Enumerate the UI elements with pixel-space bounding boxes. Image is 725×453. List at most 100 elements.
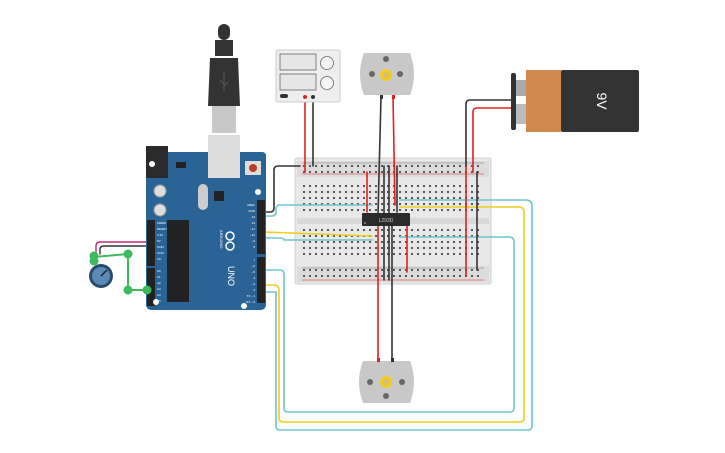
breadboard-hole[interactable] (375, 269, 377, 271)
breadboard-hole[interactable] (363, 197, 365, 199)
breadboard-hole[interactable] (459, 171, 461, 173)
breadboard-hole[interactable] (447, 229, 449, 231)
breadboard-hole[interactable] (309, 197, 311, 199)
breadboard-hole[interactable] (321, 253, 323, 255)
breadboard-hole[interactable] (369, 171, 371, 173)
breadboard-hole[interactable] (447, 247, 449, 249)
breadboard-hole[interactable] (399, 253, 401, 255)
breadboard-hole[interactable] (369, 209, 371, 211)
breadboard-hole[interactable] (477, 191, 479, 193)
top-motor[interactable] (360, 53, 414, 99)
breadboard-hole[interactable] (339, 247, 341, 249)
breadboard-hole[interactable] (339, 191, 341, 193)
breadboard-hole[interactable] (435, 269, 437, 271)
motor-driver-chip[interactable]: L293D (362, 213, 410, 226)
breadboard-hole[interactable] (357, 185, 359, 187)
breadboard-hole[interactable] (375, 275, 377, 277)
breadboard-hole[interactable] (315, 247, 317, 249)
breadboard-hole[interactable] (417, 275, 419, 277)
breadboard-hole[interactable] (327, 275, 329, 277)
breadboard-hole[interactable] (453, 235, 455, 237)
breadboard-hole[interactable] (471, 165, 473, 167)
breadboard-hole[interactable] (417, 171, 419, 173)
voltage-knob[interactable] (320, 56, 334, 70)
breadboard-hole[interactable] (393, 235, 395, 237)
breadboard-hole[interactable] (387, 247, 389, 249)
breadboard-hole[interactable] (423, 171, 425, 173)
breadboard-hole[interactable] (303, 171, 305, 173)
breadboard-hole[interactable] (339, 241, 341, 243)
breadboard-hole[interactable] (321, 197, 323, 199)
breadboard-hole[interactable] (429, 247, 431, 249)
breadboard-hole[interactable] (327, 253, 329, 255)
breadboard-hole[interactable] (387, 253, 389, 255)
breadboard-hole[interactable] (363, 191, 365, 193)
breadboard-hole[interactable] (429, 171, 431, 173)
breadboard-hole[interactable] (339, 209, 341, 211)
breadboard-hole[interactable] (333, 229, 335, 231)
breadboard-hole[interactable] (411, 197, 413, 199)
breadboard-hole[interactable] (399, 229, 401, 231)
breadboard-hole[interactable] (387, 197, 389, 199)
breadboard-hole[interactable] (387, 209, 389, 211)
breadboard-hole[interactable] (387, 165, 389, 167)
breadboard-hole[interactable] (429, 165, 431, 167)
breadboard-hole[interactable] (369, 165, 371, 167)
breadboard-hole[interactable] (441, 185, 443, 187)
breadboard-hole[interactable] (405, 253, 407, 255)
breadboard-hole[interactable] (363, 185, 365, 187)
breadboard-hole[interactable] (411, 165, 413, 167)
breadboard-hole[interactable] (375, 253, 377, 255)
breadboard-hole[interactable] (417, 191, 419, 193)
breadboard-hole[interactable] (423, 269, 425, 271)
breadboard-hole[interactable] (315, 235, 317, 237)
bottom-motor[interactable] (359, 358, 414, 403)
breadboard-hole[interactable] (333, 275, 335, 277)
breadboard-hole[interactable] (459, 253, 461, 255)
breadboard-hole[interactable] (351, 241, 353, 243)
breadboard-hole[interactable] (339, 269, 341, 271)
breadboard-hole[interactable] (423, 185, 425, 187)
breadboard-hole[interactable] (357, 275, 359, 277)
breadboard-hole[interactable] (333, 185, 335, 187)
breadboard-hole[interactable] (405, 235, 407, 237)
breadboard-hole[interactable] (375, 247, 377, 249)
breadboard-hole[interactable] (339, 275, 341, 277)
breadboard-hole[interactable] (471, 171, 473, 173)
breadboard-hole[interactable] (477, 165, 479, 167)
breadboard-hole[interactable] (447, 203, 449, 205)
breadboard-hole[interactable] (405, 165, 407, 167)
breadboard-hole[interactable] (429, 197, 431, 199)
breadboard-hole[interactable] (411, 171, 413, 173)
breadboard-hole[interactable] (459, 197, 461, 199)
breadboard-hole[interactable] (315, 269, 317, 271)
breadboard-hole[interactable] (315, 185, 317, 187)
breadboard-hole[interactable] (381, 269, 383, 271)
breadboard-hole[interactable] (309, 235, 311, 237)
breadboard-hole[interactable] (381, 197, 383, 199)
breadboard-hole[interactable] (333, 171, 335, 173)
breadboard-hole[interactable] (447, 165, 449, 167)
breadboard-hole[interactable] (447, 191, 449, 193)
breadboard-hole[interactable] (309, 185, 311, 187)
breadboard-hole[interactable] (417, 241, 419, 243)
breadboard-hole[interactable] (309, 191, 311, 193)
breadboard-hole[interactable] (441, 247, 443, 249)
breadboard-hole[interactable] (441, 229, 443, 231)
breadboard-hole[interactable] (363, 203, 365, 205)
breadboard-hole[interactable] (399, 203, 401, 205)
breadboard-hole[interactable] (327, 191, 329, 193)
breadboard-hole[interactable] (303, 241, 305, 243)
breadboard-hole[interactable] (405, 275, 407, 277)
breadboard-hole[interactable] (387, 275, 389, 277)
breadboard-hole[interactable] (315, 197, 317, 199)
breadboard-hole[interactable] (387, 171, 389, 173)
breadboard-hole[interactable] (411, 229, 413, 231)
breadboard-hole[interactable] (321, 269, 323, 271)
breadboard-hole[interactable] (441, 197, 443, 199)
breadboard-hole[interactable] (393, 197, 395, 199)
breadboard-hole[interactable] (447, 269, 449, 271)
breadboard-hole[interactable] (345, 209, 347, 211)
breadboard-hole[interactable] (405, 229, 407, 231)
breadboard-hole[interactable] (327, 247, 329, 249)
